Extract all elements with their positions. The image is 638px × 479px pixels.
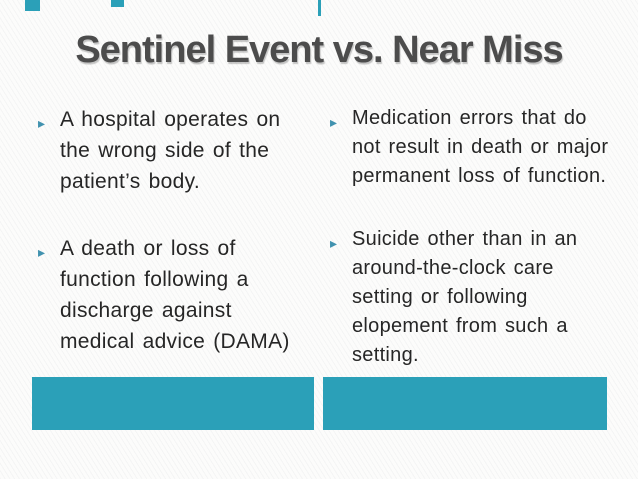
bullet-triangle-icon: ▸: [330, 235, 338, 251]
top-accent-mark-2: [111, 0, 124, 7]
bullet-item: ▸ Suicide other than in an around-the-cl…: [330, 225, 620, 370]
slide-title: Sentinel Event vs. Near Miss: [75, 29, 563, 71]
bullet-item: ▸ A hospital operates on the wrong side …: [38, 104, 312, 197]
column-near-miss: ▸ Medication errors that do not result i…: [330, 104, 620, 370]
bullet-item: ▸ A death or loss of function following …: [38, 233, 312, 357]
bottom-accent-bar-left: [32, 377, 314, 430]
bullet-triangle-icon: ▸: [38, 244, 46, 260]
top-accent-line: [318, 0, 321, 16]
top-accent-mark-1: [25, 0, 40, 11]
bullet-triangle-icon: ▸: [330, 114, 338, 130]
bullet-text: A hospital operates on the wrong side of…: [60, 108, 281, 193]
bullet-item: ▸ Medication errors that do not result i…: [330, 104, 620, 191]
bullet-text: Medication errors that do not result in …: [352, 107, 609, 187]
bullet-text: A death or loss of function following a …: [60, 237, 290, 353]
content-columns: ▸ A hospital operates on the wrong side …: [38, 104, 620, 370]
bullet-triangle-icon: ▸: [38, 115, 46, 131]
bullet-text: Suicide other than in an around-the-cloc…: [352, 228, 578, 366]
column-sentinel-event: ▸ A hospital operates on the wrong side …: [38, 104, 312, 370]
bottom-accent-bar-right: [323, 377, 607, 430]
